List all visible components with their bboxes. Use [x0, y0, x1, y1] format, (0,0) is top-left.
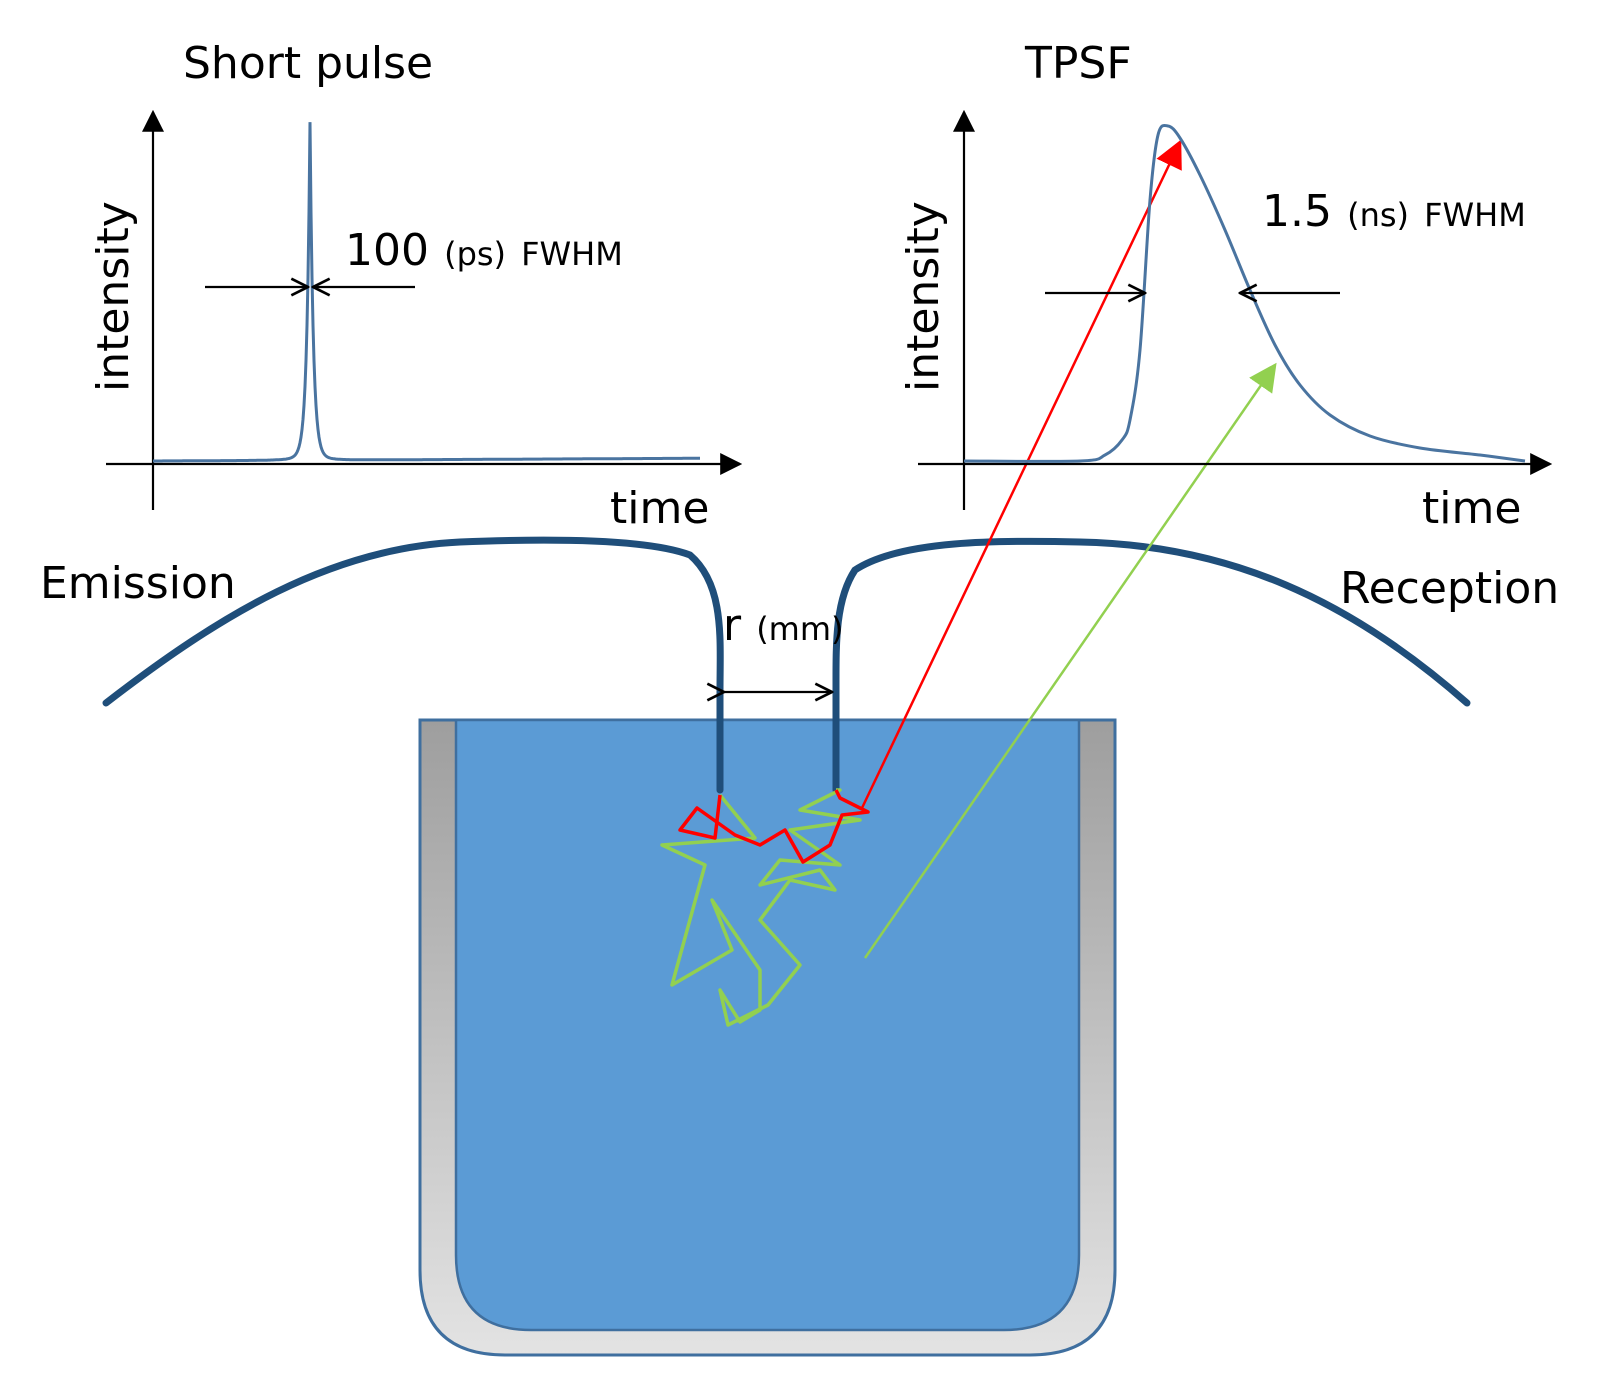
right-fwhm-value: 1.5: [1262, 186, 1332, 237]
long-photon-path: [660, 788, 862, 1027]
left-fwhm-unit: (ps): [444, 235, 506, 273]
optical-fibers: [102, 536, 1471, 794]
left-fwhm-suffix: FWHM: [521, 235, 623, 273]
left-x-label: time: [610, 483, 709, 534]
separation-symbol: r: [723, 600, 742, 651]
short-pulse-curve: [153, 122, 700, 463]
left-fwhm-value: 100: [345, 225, 429, 276]
short-photon-path: [678, 789, 870, 864]
separation-label: r (mm): [723, 600, 844, 651]
right-fwhm-suffix: FWHM: [1424, 196, 1526, 234]
short-pulse-plot: Short pulse intensity time 100 (ps) FWHM: [88, 38, 743, 534]
reception-fiber: [832, 537, 1471, 794]
tissue-container: [418, 718, 1117, 1357]
emission-label: Emission: [40, 558, 236, 609]
tpsf-curve: [963, 123, 1526, 463]
tpsf-plot: TPSF intensity time 1.5 (ns) FWHM: [898, 38, 1553, 534]
separation-unit: (mm): [756, 610, 843, 648]
left-plot-title: Short pulse: [183, 38, 433, 89]
right-x-label: time: [1422, 483, 1521, 534]
left-y-label: intensity: [88, 201, 139, 392]
left-fwhm-label: 100 (ps) FWHM: [345, 225, 623, 276]
emission-fiber: [102, 536, 724, 794]
right-fwhm-unit: (ns): [1347, 196, 1409, 234]
early-photon-arrow: [860, 139, 1182, 809]
scattering-medium: [454, 718, 1081, 1332]
right-y-label: intensity: [898, 201, 949, 392]
right-plot-title: TPSF: [1024, 38, 1132, 89]
right-fwhm-label: 1.5 (ns) FWHM: [1262, 186, 1526, 237]
reception-label: Reception: [1340, 563, 1559, 614]
